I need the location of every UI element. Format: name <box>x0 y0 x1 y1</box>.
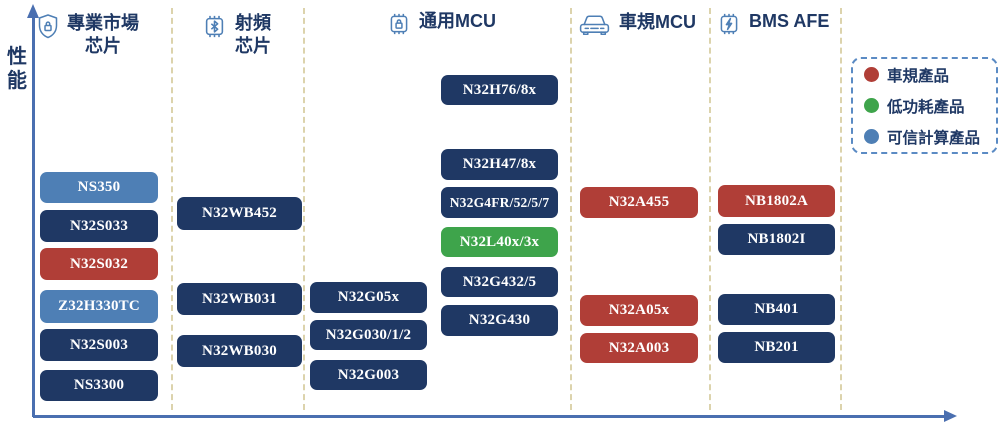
legend: 車規產品 低功耗產品 可信計算產品 <box>851 57 998 154</box>
product-box: N32S033 <box>40 210 158 242</box>
column-divider <box>570 8 572 410</box>
column-header-label: 通用MCU <box>419 11 496 31</box>
product-box: N32WB031 <box>177 283 302 315</box>
product-box: N32A05x <box>580 295 698 326</box>
product-box: Z32H330TC <box>40 290 158 323</box>
column-header-bms-afe: BMS AFE <box>716 10 829 42</box>
x-axis-arrow-icon <box>944 410 957 422</box>
legend-item: 低功耗產品 <box>864 95 996 117</box>
column-header-professional: 專業市場 芯片 <box>36 12 139 58</box>
column-divider <box>840 8 842 410</box>
product-box: N32S032 <box>40 248 158 280</box>
product-box: NB1802I <box>718 224 835 255</box>
product-box: N32H47/8x <box>441 149 558 180</box>
column-header-label: BMS AFE <box>749 11 830 31</box>
product-box: N32G003 <box>310 360 427 390</box>
column-divider <box>171 8 173 410</box>
product-box: NB201 <box>718 332 835 363</box>
product-box: N32H76/8x <box>441 75 558 105</box>
product-box: N32WB030 <box>177 335 302 367</box>
low-power-dot-icon <box>864 98 879 113</box>
product-box: N32WB452 <box>177 197 302 230</box>
product-box: N32G430 <box>441 305 558 336</box>
bolt-chip-icon <box>716 10 742 42</box>
y-axis-arrow-icon <box>27 4 39 18</box>
product-box: N32L40x/3x <box>441 227 558 257</box>
legend-label: 車規產品 <box>887 67 950 85</box>
y-axis <box>32 16 35 417</box>
column-header-automotive-mcu: 車規MCU <box>577 11 696 43</box>
column-header-general-mcu: 通用MCU <box>386 10 496 42</box>
product-box: N32G4FR/52/5/7 <box>441 187 558 218</box>
bluetooth-chip-icon <box>201 12 228 45</box>
column-header-rf: 射頻 芯片 <box>201 12 271 58</box>
automotive-dot-icon <box>864 67 879 82</box>
product-box: NS3300 <box>40 370 158 401</box>
product-box: N32A003 <box>580 333 698 363</box>
legend-item: 可信計算產品 <box>864 126 996 148</box>
column-header-label: 射頻 芯片 <box>235 13 271 56</box>
product-box: N32A455 <box>580 187 698 218</box>
product-box: N32G05x <box>310 282 427 313</box>
column-divider <box>303 8 305 410</box>
column-header-label: 專業市場 芯片 <box>67 13 139 56</box>
product-box: N32S003 <box>40 329 158 361</box>
column-header-label: 車規MCU <box>619 12 696 32</box>
x-axis <box>33 415 945 418</box>
column-divider <box>709 8 711 410</box>
shield-lock-icon <box>36 12 60 45</box>
product-box: NS350 <box>40 172 158 203</box>
trusted-computing-dot-icon <box>864 129 879 144</box>
legend-label: 可信計算產品 <box>887 129 981 147</box>
lock-chip-icon <box>386 10 412 42</box>
product-box: N32G432/5 <box>441 267 558 297</box>
product-box: N32G030/1/2 <box>310 320 427 350</box>
car-icon <box>577 11 612 43</box>
legend-label: 低功耗產品 <box>887 98 965 116</box>
y-axis-label: 性能 <box>7 46 27 92</box>
legend-item: 車規產品 <box>864 64 996 86</box>
product-box: NB401 <box>718 294 835 325</box>
product-box: NB1802A <box>718 185 835 217</box>
